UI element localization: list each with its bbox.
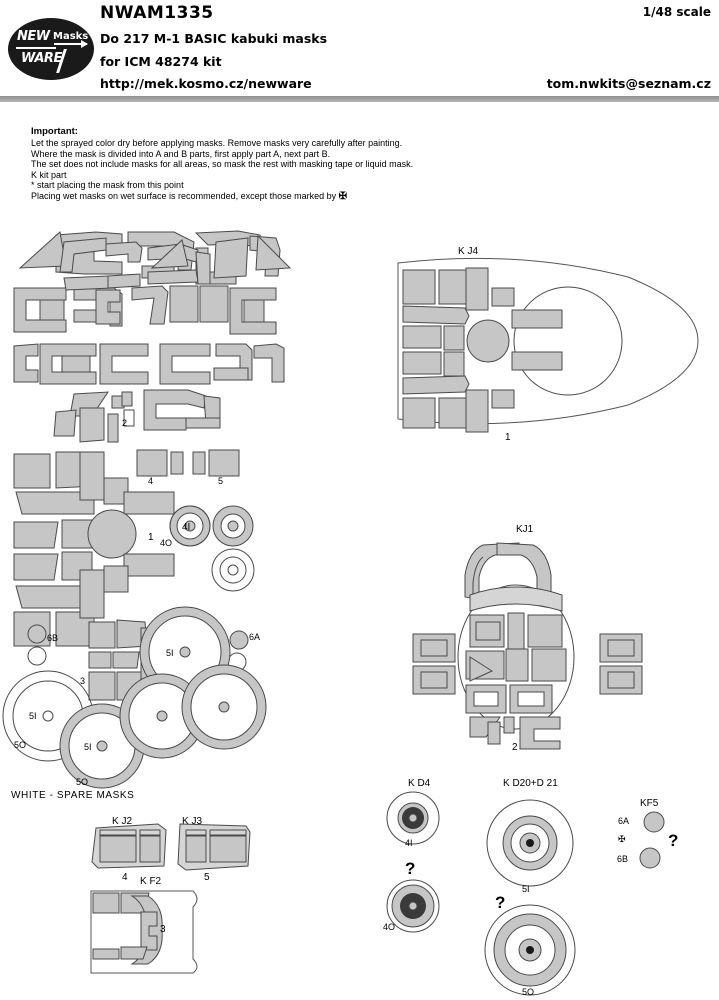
kj2-part-number: 4 [122, 872, 128, 883]
spare-wheel-label-5o: 5O [14, 740, 26, 750]
kj3-part-number: 5 [204, 872, 210, 883]
kd4-inner-label: 4I [405, 838, 413, 848]
kd4-outer-label: 4O [383, 922, 395, 932]
scale-label: 1/48 scale [642, 5, 711, 19]
kd20d21-title: K D20+D 21 [503, 778, 558, 789]
kj3-section: K J3 5 [177, 816, 251, 883]
important-line-2: Where the mask is divided into A and B p… [31, 148, 331, 159]
kj2-section: K J2 4 [91, 816, 167, 883]
new-ware-logo: NEW Masks WARE [8, 18, 94, 80]
header-divider [0, 96, 719, 102]
kj3-title: K J3 [182, 816, 202, 827]
important-line-6-text: Placing wet masks on wet surface is reco… [31, 190, 337, 201]
kf5-section: KF5 6A ✠ ? 6B [617, 798, 678, 869]
wheel-label-5i-top: 5I [166, 648, 174, 658]
important-line-5: * start placing the mask from this point [31, 180, 184, 191]
kd20d21-outer-label: 5O [522, 987, 534, 997]
group-label-3: 3 [80, 676, 85, 686]
spare-mask-group: 6B 6A 3 5I 5O 5I 5O [2, 606, 267, 801]
spare-wheel-label-5i: 5I [29, 711, 37, 721]
wheel-label-4i: 4I [182, 522, 190, 533]
logo-ware-text: WARE [21, 51, 62, 66]
fuselage-part-number: 2 [122, 418, 127, 428]
logo-masks-text: Masks [53, 31, 89, 42]
kf5-label-6a: 6A [618, 816, 629, 826]
kj4-part-number: 1 [505, 432, 511, 443]
kf2-title: K F2 [140, 876, 162, 887]
kit-reference: for ICM 48274 kit [100, 54, 222, 69]
disc-label-1: 1 [148, 532, 154, 543]
logo-underline [16, 47, 56, 49]
important-line-6: Placing wet masks on wet surface is reco… [31, 191, 501, 203]
fuselage-mask-cluster: 2 [13, 230, 292, 443]
kj4-canopy-section: K J4 1 [397, 246, 699, 443]
wet-mask-symbol-icon: ✠ [338, 190, 348, 202]
important-line-1: Let the sprayed color dry before applyin… [31, 138, 403, 148]
contact-email[interactable]: tom.nwkits@seznam.cz [546, 76, 711, 91]
kj1-title: KJ1 [516, 524, 534, 535]
wheel-mask-4i: 4I [169, 505, 211, 547]
kf2-part-number: 3 [160, 924, 166, 935]
logo-arrow-icon [54, 40, 88, 48]
kj1-part-number: 2 [512, 742, 518, 753]
kd20-d21-wheel-section: K D20+D 21 5I ? 5O [484, 778, 576, 997]
sheet-header: NEW Masks WARE NWAM1335 1/48 scale Do 21… [0, 0, 719, 96]
important-line-3: The set does not include masks for all a… [31, 159, 414, 170]
dot-label-6b: 6B [47, 633, 58, 643]
wheel-label-4o: 4O [160, 538, 172, 548]
left-window-mask-group: 1 4 5 4I 4O [13, 449, 255, 647]
logo-new-text: NEW [17, 29, 50, 44]
website-url[interactable]: http://mek.kosmo.cz/newware [100, 76, 312, 91]
kd4-alt-marker: ? [405, 859, 415, 878]
kj4-title: K J4 [458, 246, 478, 257]
kj2-title: K J2 [112, 816, 132, 827]
wheel-label-5i-bottom: 5I [84, 742, 92, 752]
kf5-title: KF5 [640, 798, 659, 809]
product-title: Do 217 M-1 BASIC kabuki masks [100, 31, 328, 46]
kf5-wet-symbol-icon: ✠ [618, 834, 626, 844]
kd4-title: K D4 [408, 778, 431, 789]
spare-masks-note: WHITE - SPARE MASKS [11, 790, 134, 801]
kf2-section: K F2 3 [90, 876, 198, 974]
wheel-label-5o-bottom: 5O [76, 777, 88, 787]
kf5-alt-marker: ? [668, 831, 678, 850]
window-label-5: 5 [218, 476, 223, 486]
kd20d21-alt-marker: ? [495, 893, 505, 912]
dot-label-6a: 6A [249, 632, 260, 642]
important-title: Important: [31, 126, 78, 137]
kd4-wheel-section: K D4 4I ? 4O [383, 778, 440, 933]
product-code: NWAM1335 [100, 3, 214, 23]
important-notes: Important: Let the sprayed color dry bef… [31, 126, 501, 203]
kd20d21-inner-label: 5I [522, 884, 530, 894]
important-line-4: K kit part [31, 169, 67, 180]
kf5-label-6b: 6B [617, 854, 628, 864]
window-label-4: 4 [148, 476, 153, 486]
kj1-canopy-section: KJ1 2 [412, 524, 643, 753]
